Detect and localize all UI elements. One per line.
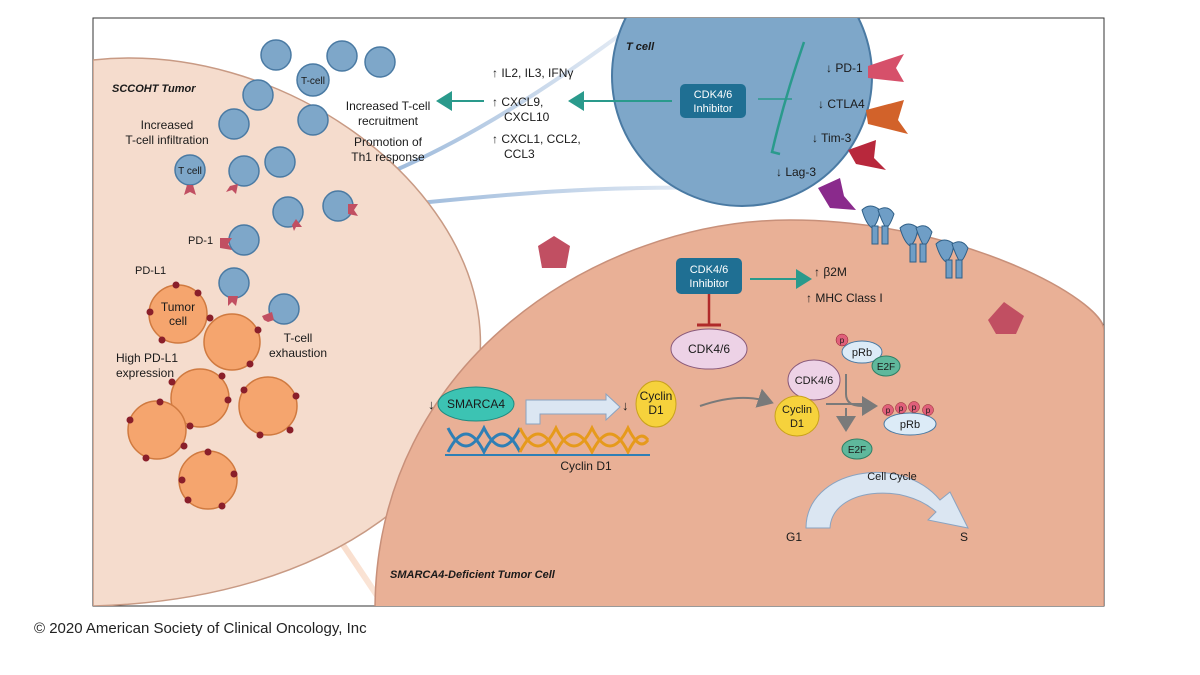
t-cell-label: T-cell bbox=[301, 76, 325, 87]
phosphate-label: p bbox=[912, 403, 917, 412]
cytokine-label: CCL3 bbox=[504, 147, 535, 161]
phosphate-circle bbox=[835, 333, 849, 347]
recruitment-label: recruitment bbox=[358, 114, 419, 128]
mhc-molecules bbox=[861, 205, 969, 279]
cdk-inhibitor-label-2: CDK4/6 bbox=[690, 264, 729, 276]
th1-label: Promotion of bbox=[354, 135, 423, 149]
prb-oval bbox=[841, 340, 883, 364]
tim3-receptor bbox=[848, 140, 886, 170]
cdk-inhibitor-box-2 bbox=[676, 258, 742, 294]
e2f-free-oval bbox=[841, 438, 873, 460]
pd1-label: PD-1 bbox=[188, 235, 213, 247]
mhc-label: ↑ MHC Class I bbox=[806, 291, 883, 305]
t-cell-title: T cell bbox=[626, 41, 655, 53]
exhaustion-label: T-cell bbox=[284, 331, 313, 345]
exhaustion-label: exhaustion bbox=[269, 346, 327, 360]
smarca4-cell-label: SMARCA4-Deficient Tumor Cell bbox=[390, 569, 556, 581]
cdk-inhibitor-label: CDK4/6 bbox=[694, 89, 733, 101]
cdk46-oval bbox=[670, 328, 748, 370]
phosphate-group bbox=[882, 401, 934, 416]
t-cell-label: T cell bbox=[178, 166, 202, 177]
complex-cyclin-label: Cyclin bbox=[782, 404, 812, 416]
cdk-inhibitor-box bbox=[680, 84, 746, 118]
cytokine-label: CXCL10 bbox=[504, 110, 550, 124]
tumor-receptor bbox=[988, 302, 1024, 334]
lag3-down-label: ↓ Lag-3 bbox=[776, 165, 816, 179]
infiltration-label: T-cell infiltration bbox=[125, 133, 208, 147]
cell-cycle-label: Cell Cycle bbox=[867, 471, 917, 483]
pd1-down-label: ↓ PD-1 bbox=[826, 61, 863, 75]
b2m-label: ↑ β2M bbox=[814, 265, 847, 279]
tumor-cells bbox=[127, 284, 298, 510]
e2f-free-label: E2F bbox=[848, 445, 866, 456]
high-pdl1-label: expression bbox=[116, 366, 174, 380]
prb-phospho-label: pRb bbox=[900, 419, 920, 431]
cyclin-d1-oval bbox=[635, 380, 677, 428]
smarca4-label: SMARCA4 bbox=[447, 397, 505, 411]
tumor-receptor bbox=[538, 236, 570, 268]
g1-label: G1 bbox=[786, 530, 802, 544]
phosphate-label: p bbox=[840, 336, 845, 345]
cytokine-label: ↑ CXCL9, bbox=[492, 95, 543, 109]
complex-cyclin-oval bbox=[774, 395, 820, 437]
prb-phospho-oval bbox=[883, 412, 937, 436]
pdl1-markers bbox=[126, 281, 300, 510]
phosphate-label: p bbox=[899, 404, 904, 413]
smarca4-down-arrow: ↓ bbox=[428, 397, 435, 412]
sccoht-tumor-label: SCCOHT Tumor bbox=[112, 83, 196, 95]
s-phase-label: S bbox=[960, 530, 968, 544]
tim3-down-label: ↓ Tim-3 bbox=[812, 131, 852, 145]
th1-label: Th1 response bbox=[351, 150, 425, 164]
phosphate-label: p bbox=[926, 406, 931, 415]
pd1-receptor bbox=[868, 54, 904, 82]
cytokine-label: ↑ IL2, IL3, IFNγ bbox=[492, 66, 573, 80]
cyclin-label: D1 bbox=[648, 403, 664, 417]
infiltration-label: Increased bbox=[141, 118, 194, 132]
complex-cyclin-label: D1 bbox=[790, 418, 804, 430]
dna-helix bbox=[445, 424, 650, 456]
tumor-cell-label: Tumor bbox=[161, 300, 195, 314]
smarca4-oval bbox=[437, 386, 515, 422]
inhibition-bar bbox=[770, 41, 806, 156]
tumor-cell-label: cell bbox=[169, 314, 187, 328]
cdk-inhibitor-label-2: Inhibitor bbox=[689, 278, 728, 290]
ctla4-receptor bbox=[866, 100, 908, 134]
pdl1-label: PD-L1 bbox=[135, 265, 166, 277]
high-pdl1-label: High PD-L1 bbox=[116, 351, 178, 365]
transcription-arrow bbox=[525, 392, 621, 425]
cyclin-d1-gene-label: Cyclin D1 bbox=[560, 459, 612, 473]
recruitment-label: Increased T-cell bbox=[346, 99, 431, 113]
complex-cdk46-label: CDK4/6 bbox=[795, 375, 834, 387]
cdk46-label: CDK4/6 bbox=[688, 342, 730, 356]
e2f-oval bbox=[871, 355, 901, 377]
cdk-inhibitor-label: Inhibitor bbox=[693, 103, 732, 115]
cyclin-down-arrow: ↓ bbox=[622, 398, 629, 413]
copyright-notice: © 2020 American Society of Clinical Onco… bbox=[34, 620, 367, 637]
t-cells-small bbox=[174, 39, 396, 325]
lag3-receptor bbox=[818, 178, 856, 210]
smarca4-tumor-cell bbox=[374, 219, 1104, 606]
prb-label: pRb bbox=[852, 347, 872, 359]
ctla4-down-label: ↓ CTLA4 bbox=[818, 97, 865, 111]
pd1-tags bbox=[184, 184, 358, 322]
phosphate-label: p bbox=[886, 406, 891, 415]
e2f-label: E2F bbox=[877, 362, 895, 373]
cyclin-label: Cyclin bbox=[640, 389, 673, 403]
complex-cdk46-oval bbox=[787, 359, 841, 401]
cell-cycle-arrow bbox=[805, 471, 969, 529]
cytokine-label: ↑ CXCL1, CCL2, bbox=[492, 132, 581, 146]
complex-arrow bbox=[699, 388, 774, 408]
